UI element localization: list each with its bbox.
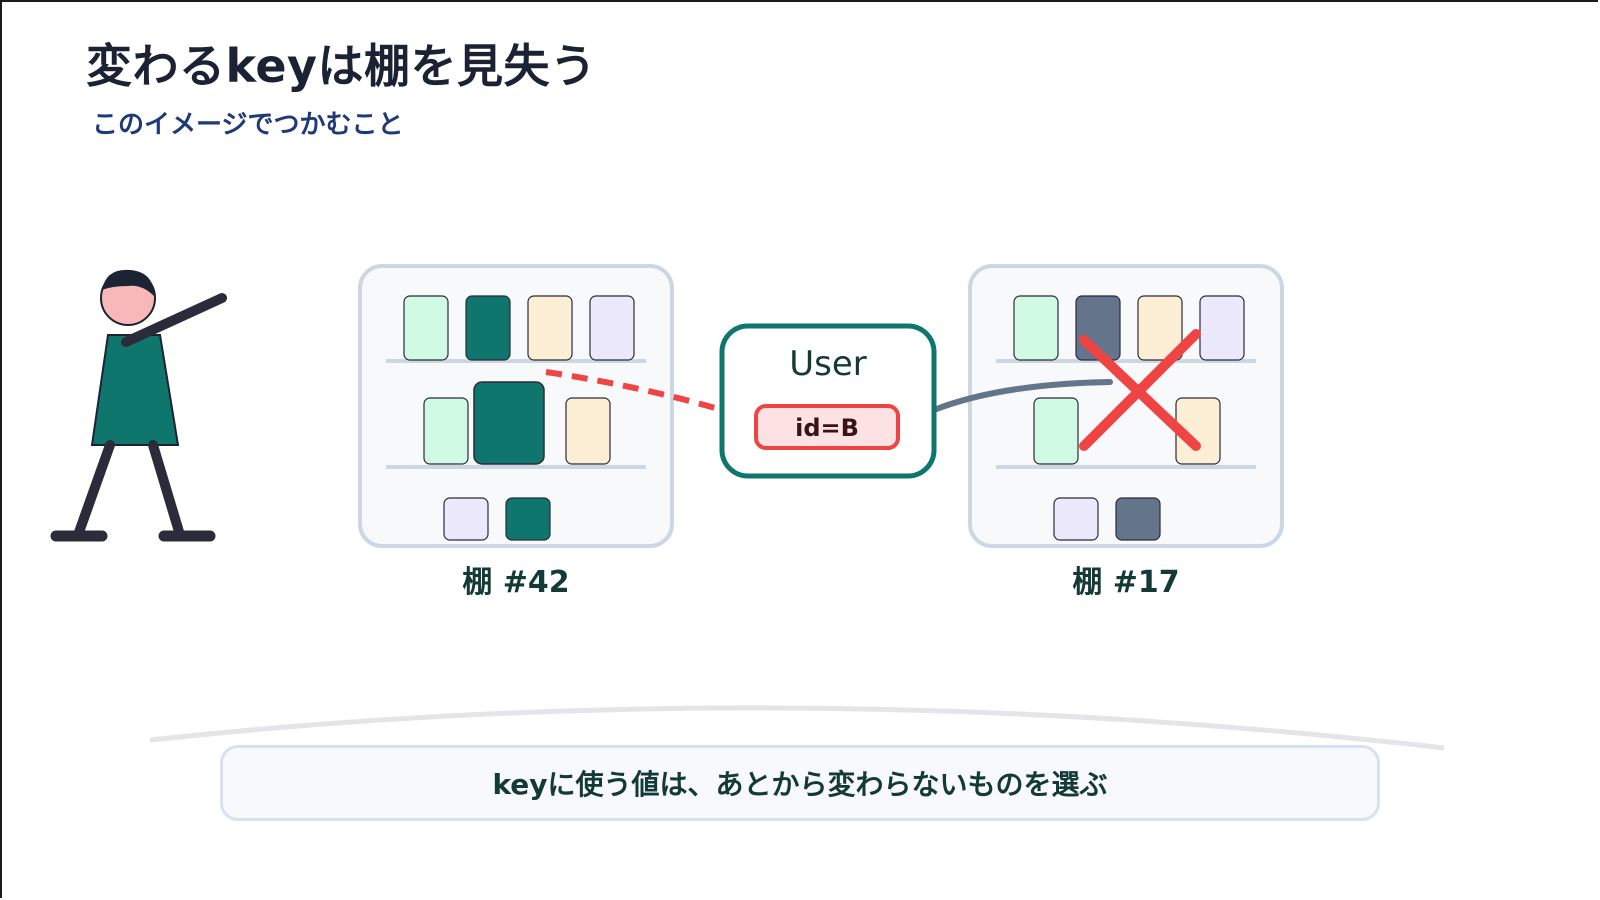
book — [1033, 397, 1079, 465]
shelf-right-label: 棚 #17 — [1072, 565, 1179, 600]
caption-text: keyに使う値は、あとから変わらないものを選ぶ — [492, 768, 1108, 801]
record-key-text: id=B — [795, 414, 859, 442]
decorative-arc — [149, 705, 1445, 751]
shelf-left-label: 棚 #42 — [462, 565, 569, 600]
slide-subtitle: このイメージでつかむこと — [92, 110, 404, 140]
link-old-dashed — [545, 369, 723, 413]
book — [465, 295, 511, 361]
record-label: User — [789, 344, 867, 384]
book-highlighted — [473, 381, 545, 465]
book — [423, 397, 469, 465]
slide-title: 変わるkeyは棚を見失う — [86, 39, 597, 93]
record-key-badge — [754, 404, 900, 450]
book — [1137, 295, 1183, 361]
book — [403, 295, 449, 361]
book — [1013, 295, 1059, 361]
book — [565, 397, 611, 465]
shelf-left — [358, 264, 674, 548]
person-pointing-icon — [50, 269, 227, 542]
book — [443, 497, 489, 541]
book — [1199, 295, 1245, 361]
book — [505, 497, 551, 541]
link-new-solid — [931, 379, 1113, 413]
cross-mark-icon — [1079, 329, 1201, 451]
book — [1053, 497, 1099, 541]
book — [1115, 497, 1161, 541]
caption-box: keyに使う値は、あとから変わらないものを選ぶ — [220, 745, 1380, 821]
book — [527, 295, 573, 361]
book — [589, 295, 635, 361]
